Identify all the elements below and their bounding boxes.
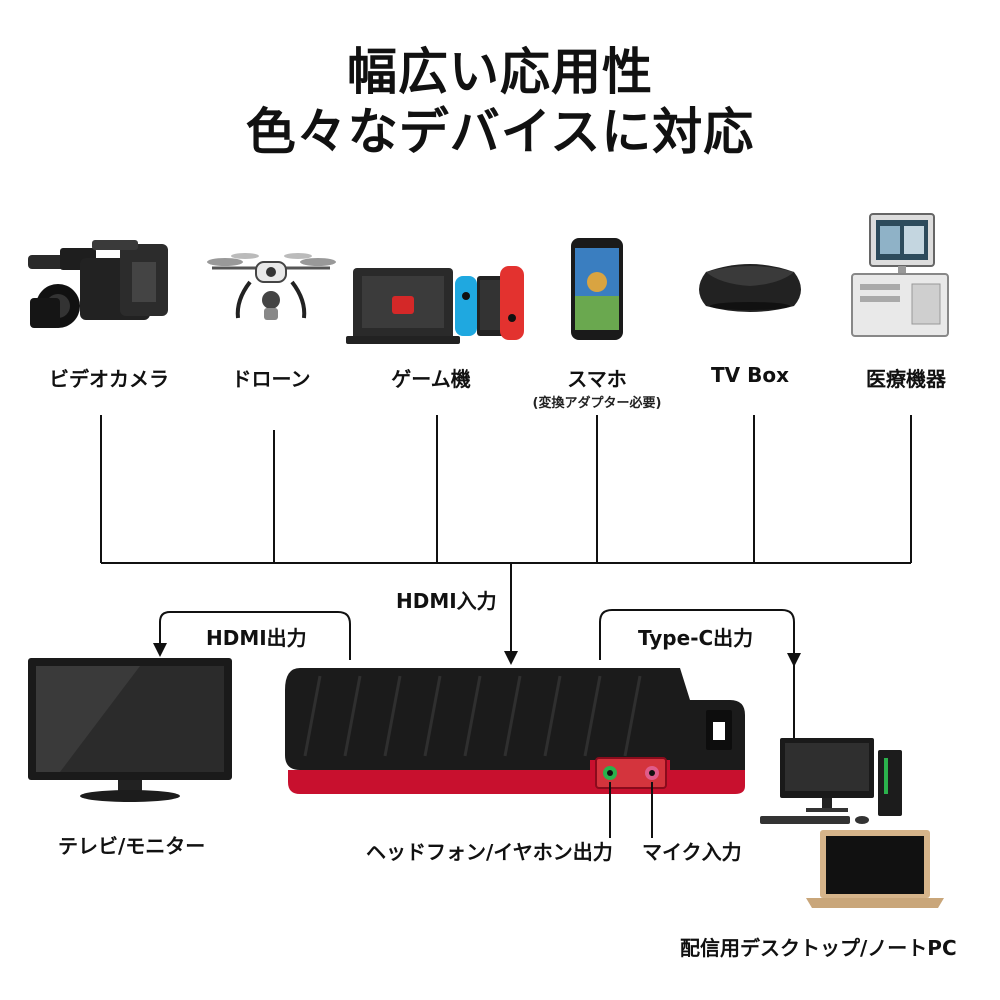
- device-label-video-camera: ビデオカメラ: [49, 367, 169, 391]
- laptop-icon: [806, 830, 944, 908]
- device-label-smartphone: スマホ: [567, 367, 627, 391]
- game-console-icon: [346, 266, 524, 344]
- medical-device-icon: [851, 213, 949, 337]
- device-label-game-console: ゲーム機: [391, 367, 471, 391]
- port-callout-lines: [609, 782, 653, 838]
- hdmi-input-label: HDMI入力: [396, 589, 497, 613]
- device-label-tv-box: TV Box: [711, 363, 789, 387]
- headline-line-1: 幅広い応用性: [347, 43, 653, 101]
- hdmi-output-label: HDMI出力: [206, 626, 307, 650]
- device-note-smartphone: (変換アダプター必要): [532, 396, 662, 411]
- headline-line-2: 色々なデバイスに対応: [245, 103, 755, 161]
- tv-monitor-label: テレビ/モニター: [58, 834, 206, 858]
- drone-icon: [207, 253, 336, 320]
- typec-output-label: Type-C出力: [638, 626, 754, 650]
- headphone-output-label: ヘッドフォン/イヤホン出力: [366, 840, 613, 864]
- desktop-pc-icon: [760, 738, 902, 824]
- input-tree-lines: [100, 415, 912, 665]
- capture-device: [285, 668, 745, 794]
- device-label-medical-device: 医療機器: [866, 367, 946, 391]
- tv-box-icon: [699, 264, 801, 312]
- pc-label: 配信用デスクトップ/ノートPC: [680, 936, 957, 960]
- device-label-drone: ドローン: [231, 367, 311, 391]
- typec-output-line: [599, 609, 801, 740]
- tv-monitor-icon: [28, 658, 232, 802]
- video-camera-icon: [28, 240, 168, 328]
- hdmi-output-line: [153, 611, 351, 660]
- mic-input-label: マイク入力: [642, 840, 742, 864]
- smartphone-icon: [571, 238, 623, 340]
